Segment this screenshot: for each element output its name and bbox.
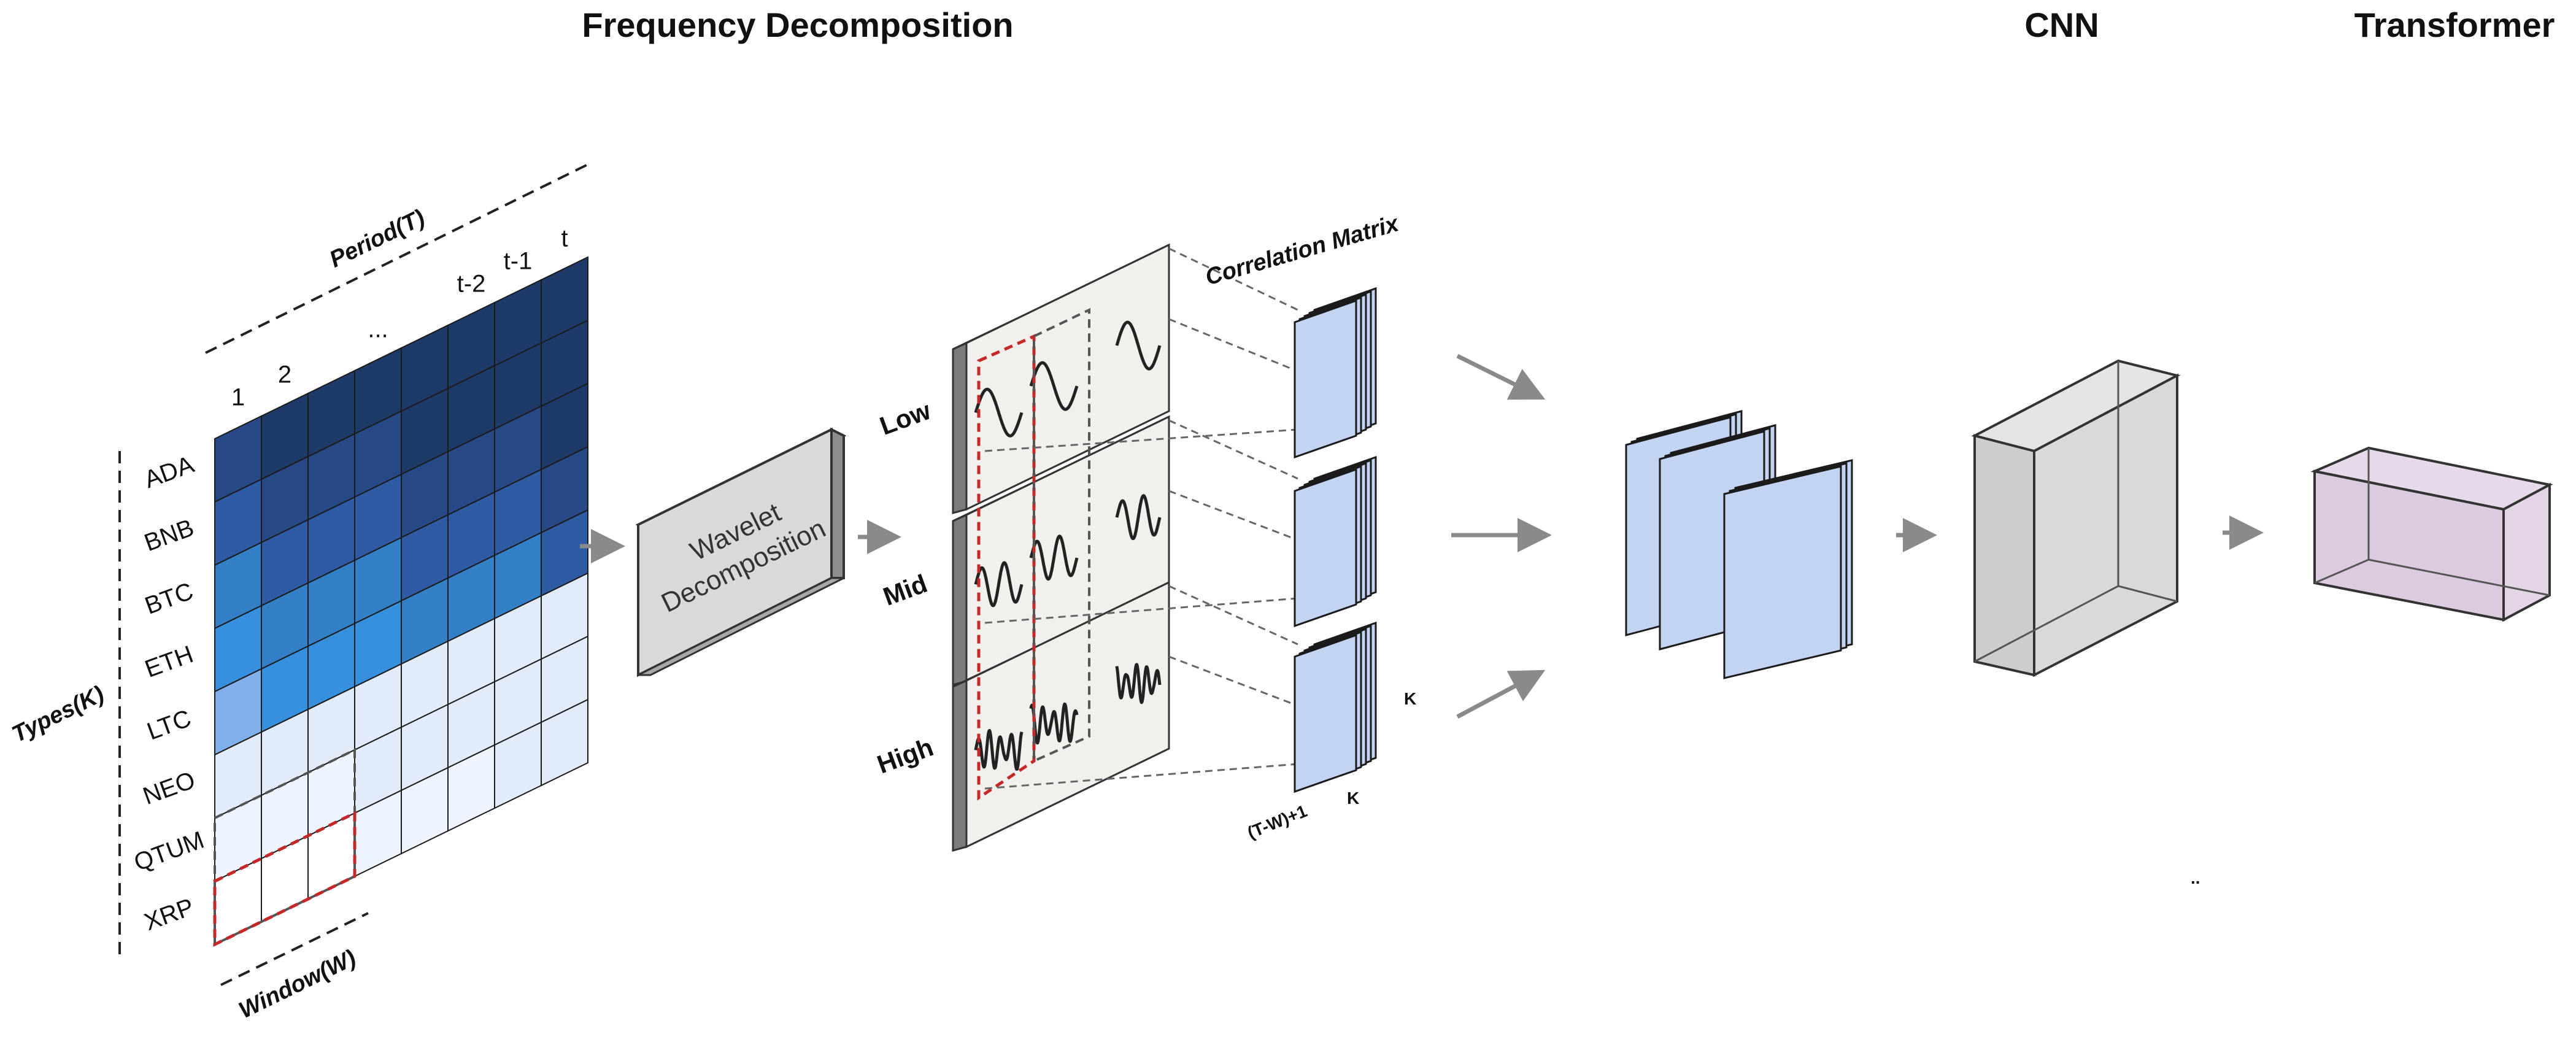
arrow-low-to-features — [1456, 353, 1546, 400]
grid-column-label: ... — [368, 315, 388, 342]
correlation-matrix-stacks — [984, 247, 1377, 793]
window-highlight-current — [213, 811, 357, 947]
window-highlight-previous — [214, 747, 356, 947]
correlation-stack — [984, 419, 1377, 628]
heading-frequency-decomposition: Frequency Decomposition — [582, 6, 1013, 44]
stacked-feature-maps — [1625, 410, 1853, 679]
dimension-k-bottom: K — [1347, 789, 1359, 808]
window-label: Window(W) — [235, 945, 360, 1024]
correlation-stack — [984, 247, 1377, 459]
grid-row-label: XRP — [141, 893, 197, 936]
frequency-band-panels — [952, 243, 1170, 852]
grid-column-labels: 1 2... t-2 t-1 t — [231, 225, 568, 411]
grid-column-label: t — [561, 225, 568, 252]
band-window-current — [977, 334, 1036, 801]
grid-column-label: t-2 — [457, 270, 486, 297]
band-label-low: Low — [876, 396, 935, 441]
correlation-stack — [984, 585, 1377, 793]
grid-cell — [541, 698, 588, 787]
types-label: Types(K) — [8, 681, 108, 747]
grid-row-labels: ADA BNB BTC ETH LTC NEO QTUM XRP — [131, 451, 208, 936]
grid-row-label: BNB — [141, 514, 197, 557]
band-panel-low — [952, 243, 1170, 514]
period-guide-line — [205, 163, 590, 354]
grid-column-label: t-1 — [504, 247, 533, 274]
ellipsis-mark: .. — [2191, 868, 2200, 887]
wave-signal — [974, 728, 1024, 771]
transformer-block — [2310, 446, 2553, 622]
wave-signal — [1115, 494, 1162, 541]
grid-row-label: ADA — [141, 451, 198, 494]
wave-signal — [1029, 535, 1079, 581]
wave-signal — [974, 561, 1024, 608]
grid-row-label: ETH — [141, 641, 196, 683]
wave-signal — [1029, 361, 1079, 411]
wave-signal — [1115, 320, 1162, 371]
grid-column-label: 1 — [231, 384, 245, 411]
wave-signal — [1029, 702, 1079, 745]
grid-row-label: LTC — [144, 704, 195, 745]
band-window-previous — [1033, 307, 1090, 763]
dimension-window-count: (T-W)+1 — [1244, 801, 1309, 843]
heading-cnn: CNN — [2024, 6, 2099, 44]
band-label-mid: Mid — [879, 569, 931, 611]
grid-row-label: NEO — [139, 766, 199, 810]
feature-map-layer — [1723, 465, 1842, 679]
correlation-matrix-title: Correlation Matrix — [1203, 210, 1403, 291]
grid-row-label: BTC — [141, 577, 196, 620]
window-guide-line — [220, 912, 369, 986]
wavelet-decomposition-box: Wavelet Decomposition — [635, 427, 847, 677]
band-label-high: High — [873, 732, 937, 779]
window-highlight — [213, 747, 357, 947]
heading-transformer: Transformer — [2354, 6, 2555, 44]
period-label: Period(T) — [326, 205, 429, 273]
grid-column-label: 2 — [278, 361, 291, 388]
price-data-grid — [214, 256, 588, 946]
grid-row-label: QTUM — [131, 827, 208, 877]
wave-signal — [1115, 663, 1162, 704]
arrow-high-to-features — [1456, 670, 1546, 719]
dimension-k-side: K — [1404, 689, 1416, 708]
wave-signal — [974, 387, 1024, 438]
cnn-block — [1971, 359, 2181, 677]
